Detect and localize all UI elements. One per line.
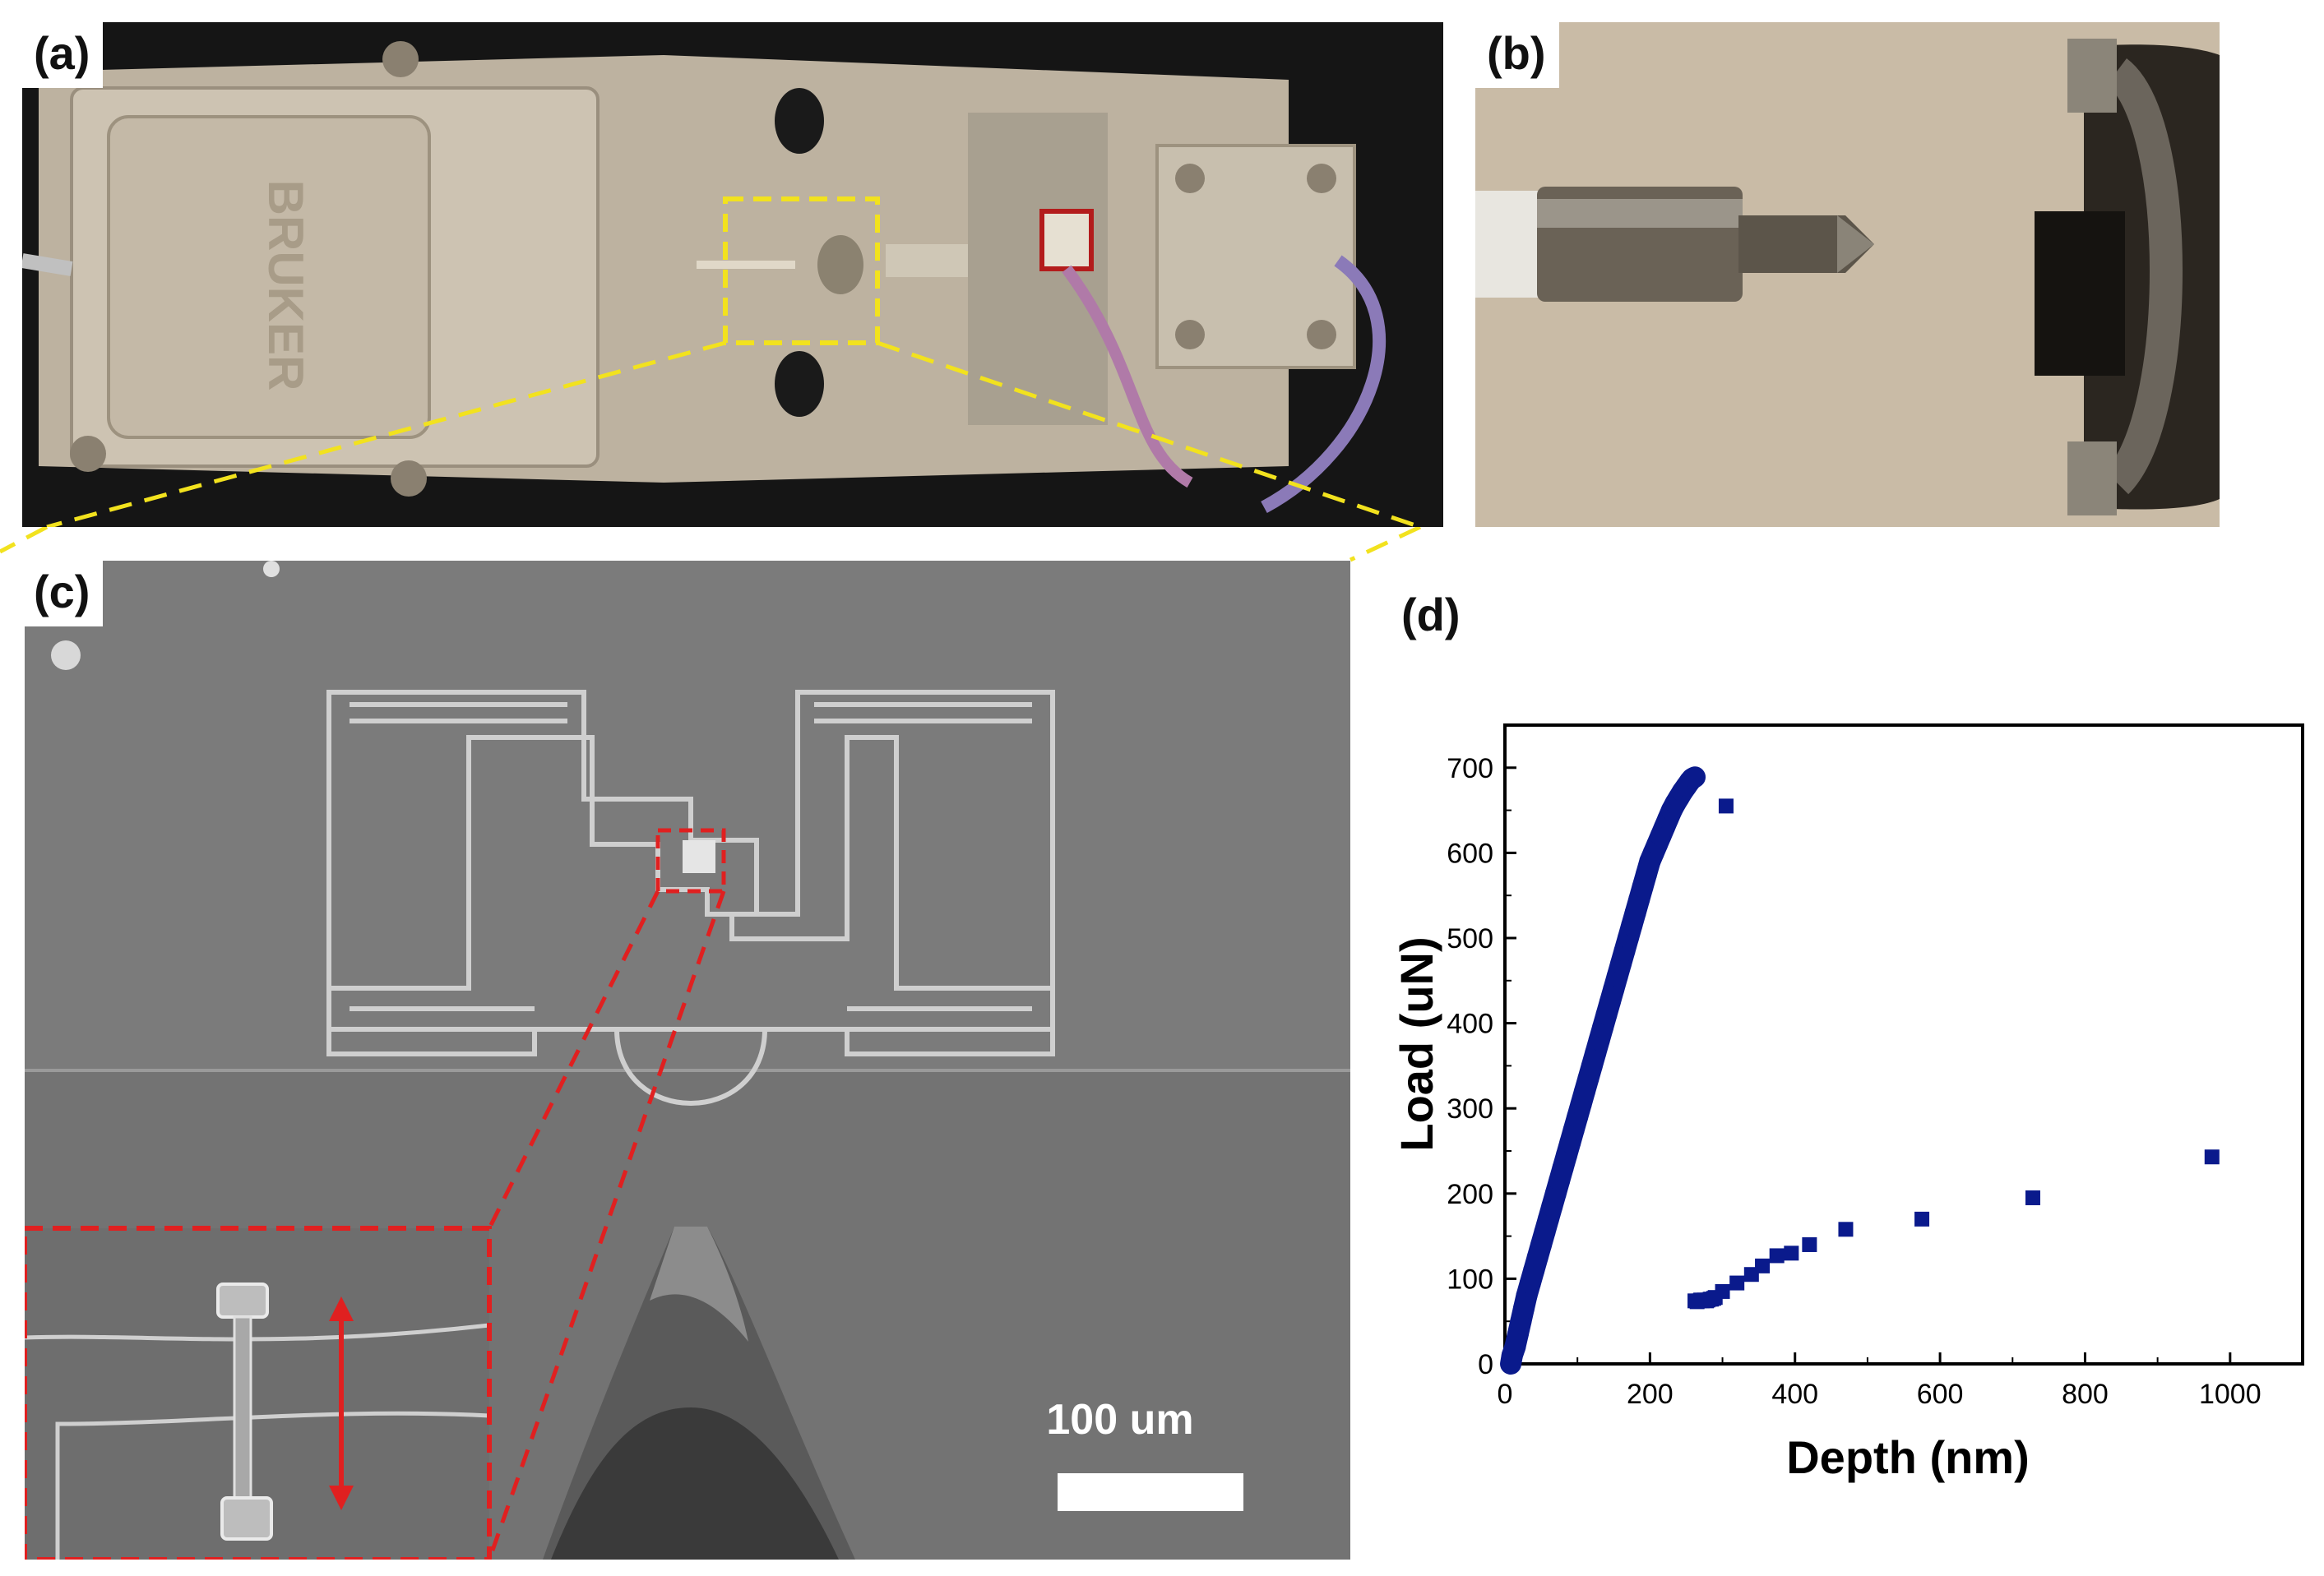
data-point bbox=[1755, 1258, 1771, 1273]
x-tick-label: 200 bbox=[1627, 1379, 1674, 1410]
zoom-box bbox=[723, 196, 880, 345]
y-tick-label: 300 bbox=[1447, 1093, 1493, 1125]
y-axis-label: Load (uN) bbox=[1391, 936, 1442, 1151]
panel-d-label: (d) bbox=[1401, 589, 1461, 640]
data-point bbox=[1715, 1283, 1730, 1299]
data-point bbox=[1802, 1236, 1817, 1252]
x-tick-label: 800 bbox=[2062, 1379, 2109, 1410]
data-point bbox=[1718, 798, 1734, 814]
x-tick-label: 400 bbox=[1771, 1379, 1818, 1410]
x-tick-label: 0 bbox=[1498, 1379, 1513, 1410]
bruker-logo: BRUKER bbox=[258, 180, 313, 391]
panel-c-label: (c) bbox=[25, 561, 104, 626]
holder-photo: BRUKER bbox=[22, 22, 1443, 527]
inset-marker-box bbox=[655, 828, 726, 894]
y-tick-label: 100 bbox=[1447, 1264, 1493, 1295]
data-point bbox=[2025, 1190, 2040, 1205]
panel-d-chart: (d) 0 200 400 600 800 1000 0 100 200 300 400 500 600… bbox=[1382, 561, 2324, 1576]
y-tick-label: 200 bbox=[1447, 1179, 1493, 1210]
sem-inset bbox=[25, 1226, 492, 1560]
x-tick-label: 1000 bbox=[2199, 1379, 2262, 1410]
plot-frame bbox=[1503, 723, 2304, 1366]
probe-photo bbox=[1475, 22, 2220, 527]
scale-bar-label: 100 um bbox=[1046, 1396, 1194, 1444]
x-axis-label: Depth (nm) bbox=[1786, 1431, 2030, 1483]
data-point bbox=[1784, 1246, 1799, 1261]
x-tick-label: 600 bbox=[1917, 1379, 1964, 1410]
y-tick-label: 0 bbox=[1478, 1349, 1493, 1380]
scale-bar bbox=[1058, 1473, 1243, 1511]
panel-a-label: (a) bbox=[22, 22, 104, 88]
data-point bbox=[1838, 1222, 1854, 1237]
data-point bbox=[1769, 1248, 1785, 1264]
y-tick-label: 400 bbox=[1447, 1009, 1493, 1040]
y-tick-label: 700 bbox=[1447, 753, 1493, 784]
y-tick-label: 600 bbox=[1447, 838, 1493, 869]
data-point bbox=[2204, 1149, 2220, 1165]
zoom-lines bbox=[0, 527, 1422, 562]
panel-c-sem: (c) bbox=[25, 561, 1350, 1560]
sem-image bbox=[25, 561, 1350, 1560]
y-tick-label: 500 bbox=[1447, 923, 1493, 954]
panel-b-label: (b) bbox=[1475, 22, 1559, 88]
loading-curve-segment bbox=[1683, 766, 1706, 789]
panel-a-photo: (a) BRUKER bbox=[22, 22, 1443, 527]
data-point bbox=[1914, 1211, 1930, 1227]
panel-b-photo: (b) bbox=[1475, 22, 2220, 527]
data-point bbox=[1729, 1275, 1745, 1291]
